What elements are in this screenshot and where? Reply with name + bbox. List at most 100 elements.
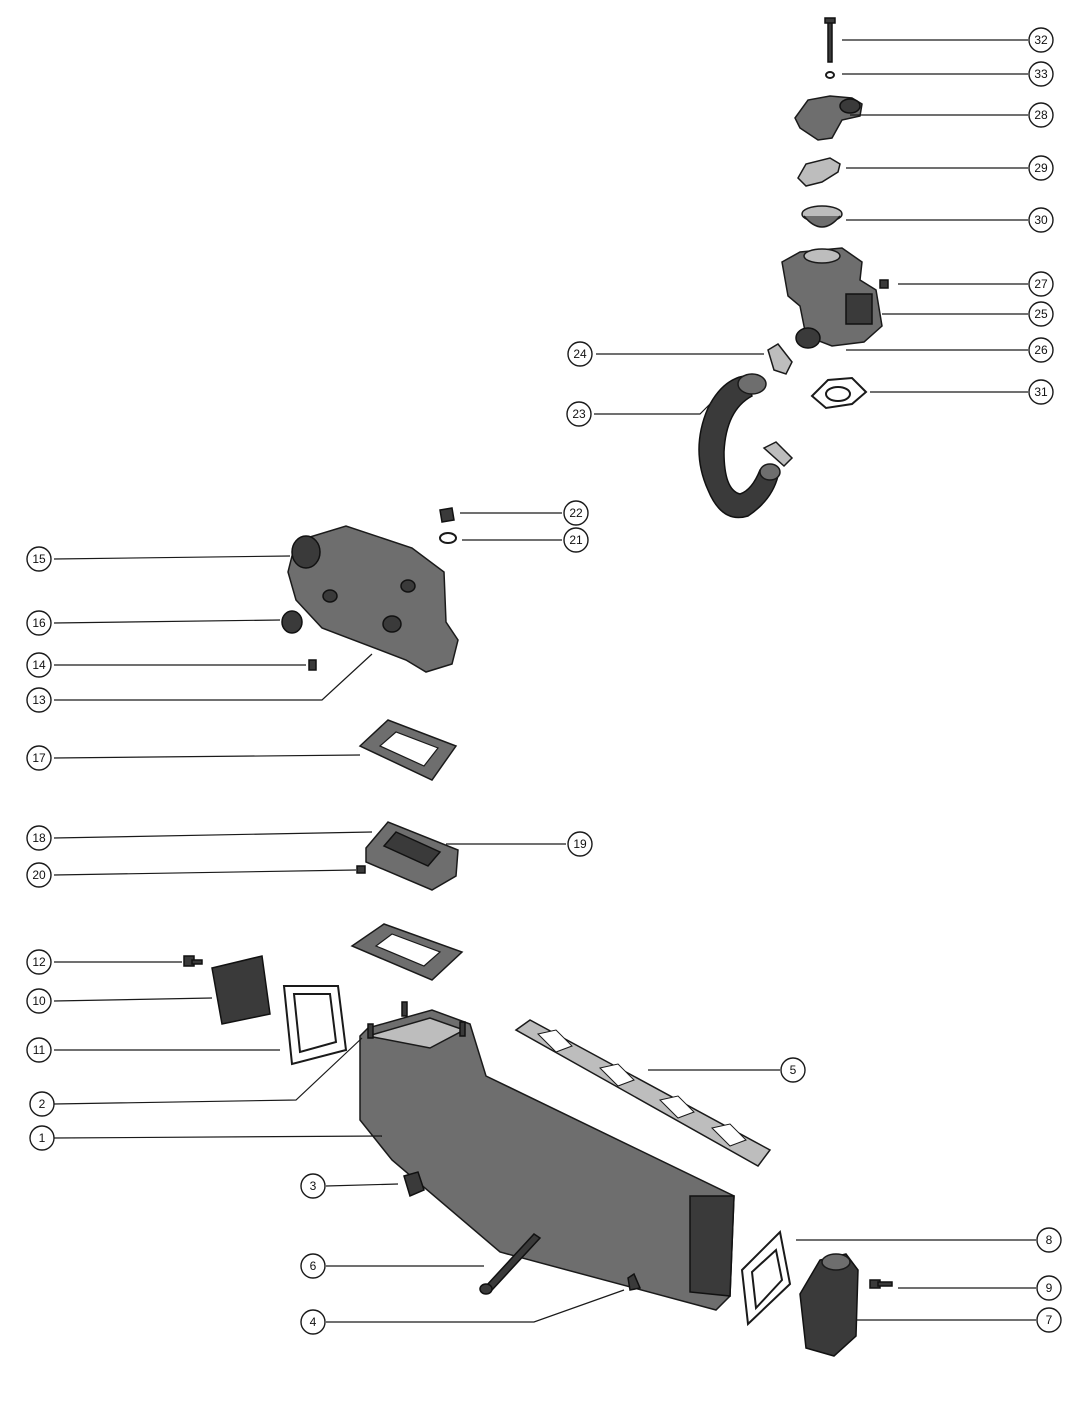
svg-text:27: 27	[1034, 277, 1048, 291]
part-25-thermostat-housing	[781, 247, 883, 349]
svg-text:5: 5	[790, 1063, 797, 1077]
callout-9: 9	[1036, 1275, 1062, 1301]
svg-text:30: 30	[1034, 213, 1048, 227]
callout-27: 27	[1028, 271, 1054, 297]
svg-text:32: 32	[1034, 33, 1048, 47]
part-16-plug	[281, 610, 303, 634]
svg-text:18: 18	[32, 831, 46, 845]
svg-text:14: 14	[32, 658, 46, 672]
callout-22: 22	[563, 500, 589, 526]
callout-6: 6	[300, 1253, 326, 1279]
svg-text:19: 19	[573, 837, 587, 851]
callout-12: 12	[26, 949, 52, 975]
svg-text:12: 12	[32, 955, 46, 969]
svg-text:7: 7	[1046, 1313, 1053, 1327]
callout-8: 8	[1036, 1227, 1062, 1253]
callouts: 32 33 28 29 30 27 25 26 24 31 23 22 21 1…	[26, 27, 1062, 1335]
callout-7: 7	[1036, 1307, 1062, 1333]
part-5-manifold-gasket	[514, 1019, 772, 1167]
svg-text:25: 25	[1034, 307, 1048, 321]
callout-4: 4	[300, 1309, 326, 1335]
callout-10: 10	[26, 988, 52, 1014]
part-33-washer	[825, 71, 835, 79]
part-6-bolt	[479, 1233, 542, 1295]
part-3-plug	[403, 1171, 425, 1198]
leader-lines	[53, 39, 1036, 1323]
callout-16: 16	[26, 610, 52, 636]
callout-18: 18	[26, 825, 52, 851]
svg-text:17: 17	[32, 751, 46, 765]
svg-text:4: 4	[310, 1315, 317, 1329]
svg-text:29: 29	[1034, 161, 1048, 175]
svg-text:2: 2	[39, 1097, 46, 1111]
callout-28: 28	[1028, 102, 1054, 128]
part-10-cover-plate	[211, 955, 271, 1025]
callout-2: 2	[29, 1091, 55, 1117]
svg-text:1: 1	[39, 1131, 46, 1145]
callout-3: 3	[300, 1173, 326, 1199]
callout-32: 32	[1028, 27, 1054, 53]
callout-14: 14	[26, 652, 52, 678]
part-8-gasket	[740, 1229, 792, 1327]
part-23-hose	[698, 373, 781, 519]
callout-5: 5	[780, 1057, 806, 1083]
svg-text:10: 10	[32, 994, 46, 1008]
svg-text:16: 16	[32, 616, 46, 630]
part-7-end-cap	[799, 1253, 859, 1357]
callout-24: 24	[567, 341, 593, 367]
callout-26: 26	[1028, 337, 1054, 363]
callout-19: 19	[567, 831, 593, 857]
svg-text:11: 11	[33, 1043, 46, 1057]
callout-21: 21	[563, 527, 589, 553]
svg-text:26: 26	[1034, 343, 1048, 357]
callout-31: 31	[1028, 379, 1054, 405]
callout-20: 20	[26, 862, 52, 888]
callout-30: 30	[1028, 207, 1054, 233]
callout-1: 1	[29, 1125, 55, 1151]
part-4-plug	[627, 1272, 642, 1291]
svg-text:15: 15	[32, 552, 46, 566]
svg-text:33: 33	[1034, 67, 1048, 81]
callout-29: 29	[1028, 155, 1054, 181]
part-28-thermostat-cover	[794, 95, 863, 141]
svg-text:8: 8	[1046, 1233, 1053, 1247]
spacer-gasket	[350, 923, 464, 981]
callout-23: 23	[566, 401, 592, 427]
callout-15: 15	[26, 546, 52, 572]
callout-33: 33	[1028, 61, 1054, 87]
part-20-screw	[356, 865, 366, 874]
callout-25: 25	[1028, 301, 1054, 327]
svg-text:23: 23	[572, 407, 586, 421]
svg-text:20: 20	[32, 868, 46, 882]
part-2-stud	[367, 1001, 466, 1039]
hose-clamp	[762, 441, 794, 468]
part-13-exhaust-elbow	[287, 525, 459, 673]
svg-text:9: 9	[1046, 1281, 1053, 1295]
part-12-screw	[183, 955, 203, 967]
part-31-gasket	[810, 376, 868, 410]
part-21-washer	[439, 532, 457, 544]
part-24-gasket	[767, 343, 793, 375]
callout-13: 13	[26, 687, 52, 713]
svg-text:31: 31	[1034, 385, 1048, 399]
callout-17: 17	[26, 745, 52, 771]
part-18-spacer	[365, 821, 459, 891]
svg-text:6: 6	[310, 1259, 317, 1273]
svg-text:22: 22	[569, 506, 583, 520]
part-14-plug	[308, 659, 317, 671]
svg-text:13: 13	[32, 693, 46, 707]
part-22-nut	[439, 507, 455, 523]
svg-text:21: 21	[569, 533, 583, 547]
part-9-screw	[869, 1279, 893, 1289]
part-17-gasket	[358, 719, 458, 781]
part-32-bolt	[824, 17, 836, 63]
svg-text:28: 28	[1034, 108, 1048, 122]
part-1-exhaust-manifold	[359, 1009, 735, 1311]
callout-11: 11	[26, 1037, 52, 1063]
part-11-gasket	[282, 985, 348, 1066]
part-30-thermostat	[801, 205, 843, 228]
svg-text:3: 3	[310, 1179, 317, 1193]
svg-text:24: 24	[573, 347, 587, 361]
part-29-gasket	[797, 157, 841, 187]
